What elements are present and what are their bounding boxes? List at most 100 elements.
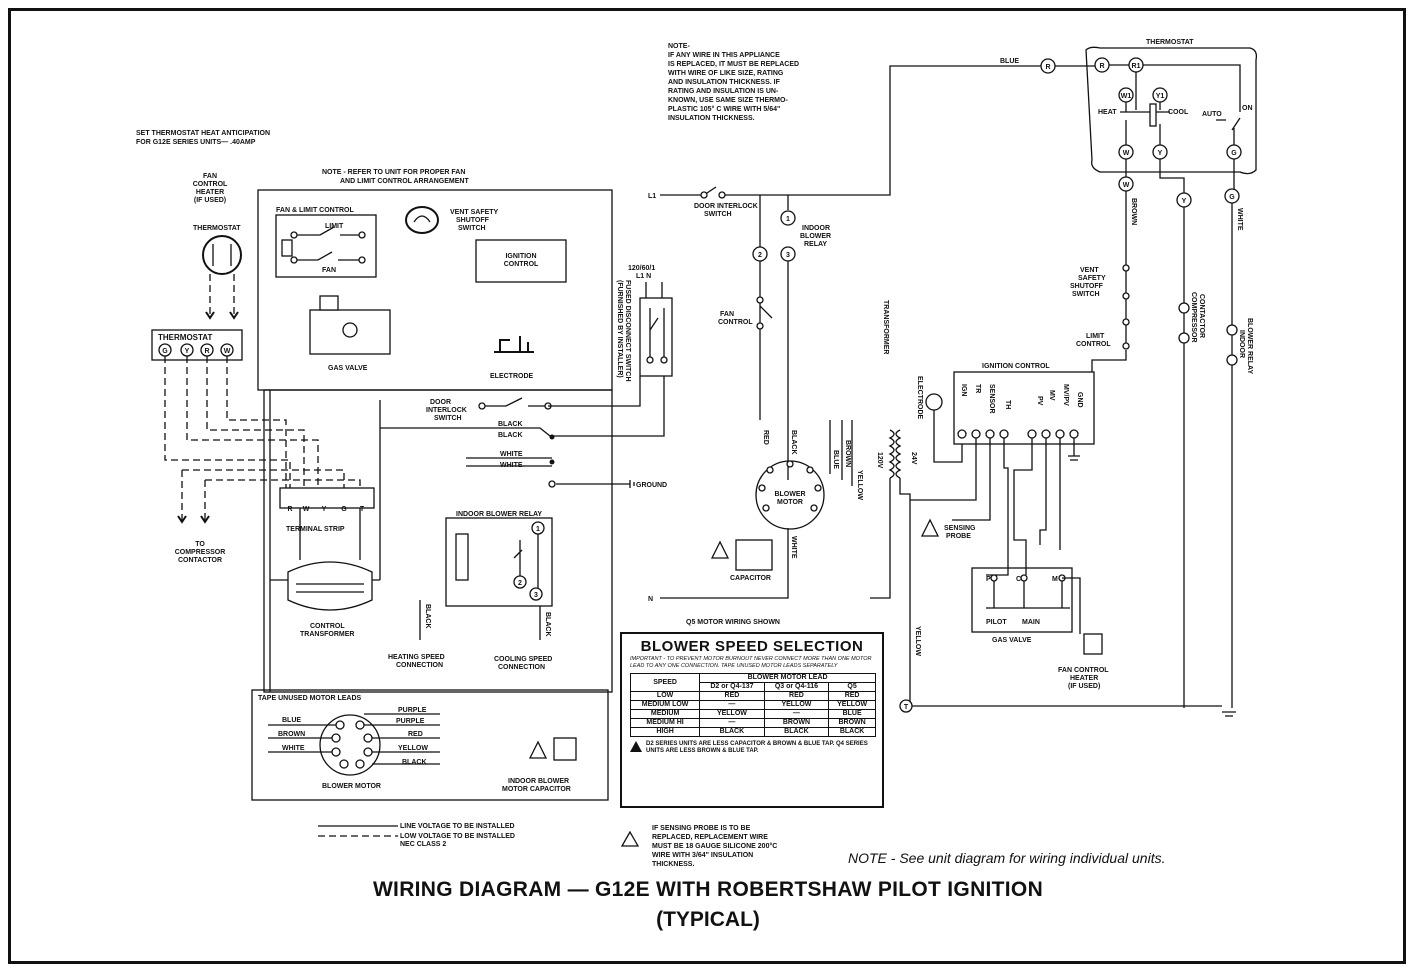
svg-text:FAN: FAN	[322, 267, 336, 274]
svg-text:GND: GND	[1076, 392, 1083, 408]
control-transformer: CONTROL TRANSFORMER	[287, 561, 373, 638]
q5-motor-label: Q5 MOTOR WIRING SHOWN	[686, 619, 780, 626]
svg-text:HEATING SPEED: HEATING SPEED	[388, 654, 445, 661]
svg-text:WIRE WITH 3/64" INSULATION: WIRE WITH 3/64" INSULATION	[652, 852, 753, 859]
svg-text:FUSED DISCONNECT SWITCH: FUSED DISCONNECT SWITCH	[624, 280, 631, 382]
svg-text:BLOWER RELAY: BLOWER RELAY	[1246, 318, 1253, 374]
wall-thermostat: THERMOSTAT R R1 W1 Y1 W Y G HEAT COOL AU…	[1085, 39, 1258, 175]
svg-text:NOTE-: NOTE-	[668, 43, 690, 50]
thermostat-label: THERMOSTAT	[193, 225, 241, 232]
svg-text:PURPLE: PURPLE	[396, 718, 425, 725]
svg-text:3: 3	[786, 252, 790, 259]
limit-control-right: LIMIT CONTROL	[1076, 318, 1130, 350]
door-interlock-switch: DOOR INTERLOCK SWITCH	[426, 376, 641, 422]
svg-text:FAN: FAN	[203, 173, 217, 180]
thermostat-subbase: THERMOSTAT G Y R W	[151, 329, 243, 361]
l1-label: L1	[648, 193, 656, 200]
svg-text:NOTE - REFER TO UNIT FOR PROPE: NOTE - REFER TO UNIT FOR PROPER FAN	[322, 169, 465, 176]
table-row: MEDIUM YELLOW — BLUE	[629, 709, 876, 719]
svg-text:1: 1	[536, 526, 540, 533]
svg-text:MOTOR CAPACITOR: MOTOR CAPACITOR	[502, 786, 571, 793]
svg-text:CONTROL: CONTROL	[310, 623, 345, 630]
svg-text:SWITCH: SWITCH	[434, 415, 462, 422]
black-label-1: BLACK	[498, 421, 523, 428]
svg-text:THERMOSTAT: THERMOSTAT	[158, 333, 212, 342]
control-transformer-right: TRANSFORMER 24V 120V	[876, 300, 917, 479]
svg-text:R: R	[204, 348, 209, 355]
svg-text:CAPACITOR: CAPACITOR	[730, 575, 771, 582]
svg-text:T: T	[904, 704, 909, 711]
capacitor-note-left: INDOOR BLOWER MOTOR CAPACITOR	[502, 737, 577, 793]
gas-valve-component: GAS VALVE	[309, 295, 391, 372]
svg-text:MV/PV: MV/PV	[1062, 384, 1069, 406]
svg-text:COOL: COOL	[1168, 109, 1189, 116]
yellow-wire-label: YELLOW	[856, 470, 863, 500]
svg-text:CONTACTOR: CONTACTOR	[178, 557, 222, 564]
blower-motor-right: BLOWER MOTOR	[755, 460, 825, 530]
svg-text:BLOWER: BLOWER	[800, 233, 831, 240]
svg-text:PROBE: PROBE	[946, 533, 971, 540]
svg-text:IGNITION CONTROL: IGNITION CONTROL	[982, 363, 1050, 370]
n-label: N	[648, 596, 653, 603]
ground-label: GROUND	[636, 482, 667, 489]
svg-text:(IF USED): (IF USED)	[1068, 683, 1100, 690]
svg-text:24V: 24V	[910, 452, 917, 465]
to-compressor-label: TO COMPRESSOR CONTACTOR	[175, 541, 226, 564]
ignition-control-right: IGNITION CONTROL IGN TR SENSOR TH PV MV …	[953, 363, 1095, 445]
svg-text:(IF USED): (IF USED)	[194, 197, 226, 204]
svg-text:CONTACTOR: CONTACTOR	[1198, 294, 1205, 338]
unit-lower-box	[263, 389, 613, 693]
compressor-contactor: COMPRESSOR CONTACTOR	[1178, 292, 1205, 344]
svg-text:Y: Y	[185, 348, 190, 355]
svg-text:120/60/1: 120/60/1	[628, 265, 655, 272]
svg-text:G: G	[341, 506, 347, 513]
svg-text:LOW VOLTAGE TO BE INSTALLED: LOW VOLTAGE TO BE INSTALLED	[400, 833, 515, 840]
individual-units-note: NOTE - See unit diagram for wiring indiv…	[848, 850, 1166, 866]
svg-text:G: G	[1231, 150, 1237, 157]
fan-control-heater-right: FAN CONTROL HEATER (IF USED)	[1058, 577, 1109, 690]
svg-text:Y: Y	[322, 506, 327, 513]
svg-text:LINE VOLTAGE TO BE INSTALLED: LINE VOLTAGE TO BE INSTALLED	[400, 823, 515, 830]
page-title: WIRING DIAGRAM — G12E WITH ROBERTSHAW PI…	[372, 878, 1044, 901]
svg-text:RED: RED	[408, 731, 423, 738]
warning-triangle-icon	[630, 741, 642, 752]
svg-text:SWITCH: SWITCH	[704, 211, 732, 218]
svg-text:DOOR: DOOR	[430, 399, 451, 406]
indoor-blower-relay-coil: INDOOR BLOWER RELAY	[1226, 318, 1253, 374]
svg-text:TERMINAL STRIP: TERMINAL STRIP	[286, 526, 345, 533]
svg-text:IGN: IGN	[960, 384, 967, 396]
yellow-wire-label-2: YELLOW	[914, 626, 921, 656]
svg-text:SENSING: SENSING	[944, 525, 976, 532]
page-subtitle: (TYPICAL)	[656, 908, 760, 931]
svg-text:BLACK: BLACK	[402, 759, 427, 766]
svg-text:IF SENSING PROBE IS TO BE: IF SENSING PROBE IS TO BE	[652, 825, 751, 832]
gas-valve-right: P C M PILOT MAIN GAS VALVE	[971, 567, 1073, 644]
svg-text:G: G	[1229, 194, 1235, 201]
white-label-1: WHITE	[500, 451, 523, 458]
svg-text:YELLOW: YELLOW	[398, 745, 428, 752]
tape-unused-label: TAPE UNUSED MOTOR LEADS	[258, 695, 362, 702]
svg-text:HEAT: HEAT	[1098, 109, 1117, 116]
vent-safety-right: VENT SAFETY SHUTOFF SWITCH	[1070, 264, 1130, 300]
svg-text:CONTROL: CONTROL	[504, 261, 539, 268]
col-group: BLOWER MOTOR LEAD	[699, 673, 876, 683]
svg-text:SWITCH: SWITCH	[458, 225, 486, 232]
svg-text:IS REPLACED, IT MUST BE REPLAC: IS REPLACED, IT MUST BE REPLACED	[668, 61, 799, 68]
svg-text:MOTOR: MOTOR	[777, 499, 803, 506]
capacitor-right: CAPACITOR	[710, 539, 773, 582]
svg-text:NEC CLASS 2: NEC CLASS 2	[400, 841, 446, 848]
svg-text:ELECTRODE: ELECTRODE	[490, 373, 534, 380]
svg-text:THERMOSTAT: THERMOSTAT	[1146, 39, 1194, 46]
svg-text:Y: Y	[1158, 150, 1163, 157]
svg-text:MUST BE 18 GAUGE SILICONE 200°: MUST BE 18 GAUGE SILICONE 200°C	[652, 842, 777, 850]
black-vertical-2: BLACK	[544, 612, 551, 637]
svg-text:IF ANY WIRE IN THIS APPLIANCE: IF ANY WIRE IN THIS APPLIANCE	[668, 52, 780, 59]
col-q5: Q5	[828, 682, 876, 692]
svg-text:PV: PV	[1036, 396, 1043, 406]
svg-text:PILOT: PILOT	[986, 619, 1007, 626]
black-vertical-1: BLACK	[424, 604, 431, 629]
table-row: MEDIUM HI — BROWN BROWN	[629, 718, 876, 728]
blue-top-label: BLUE	[1000, 58, 1019, 65]
svg-text:120V: 120V	[876, 452, 883, 469]
